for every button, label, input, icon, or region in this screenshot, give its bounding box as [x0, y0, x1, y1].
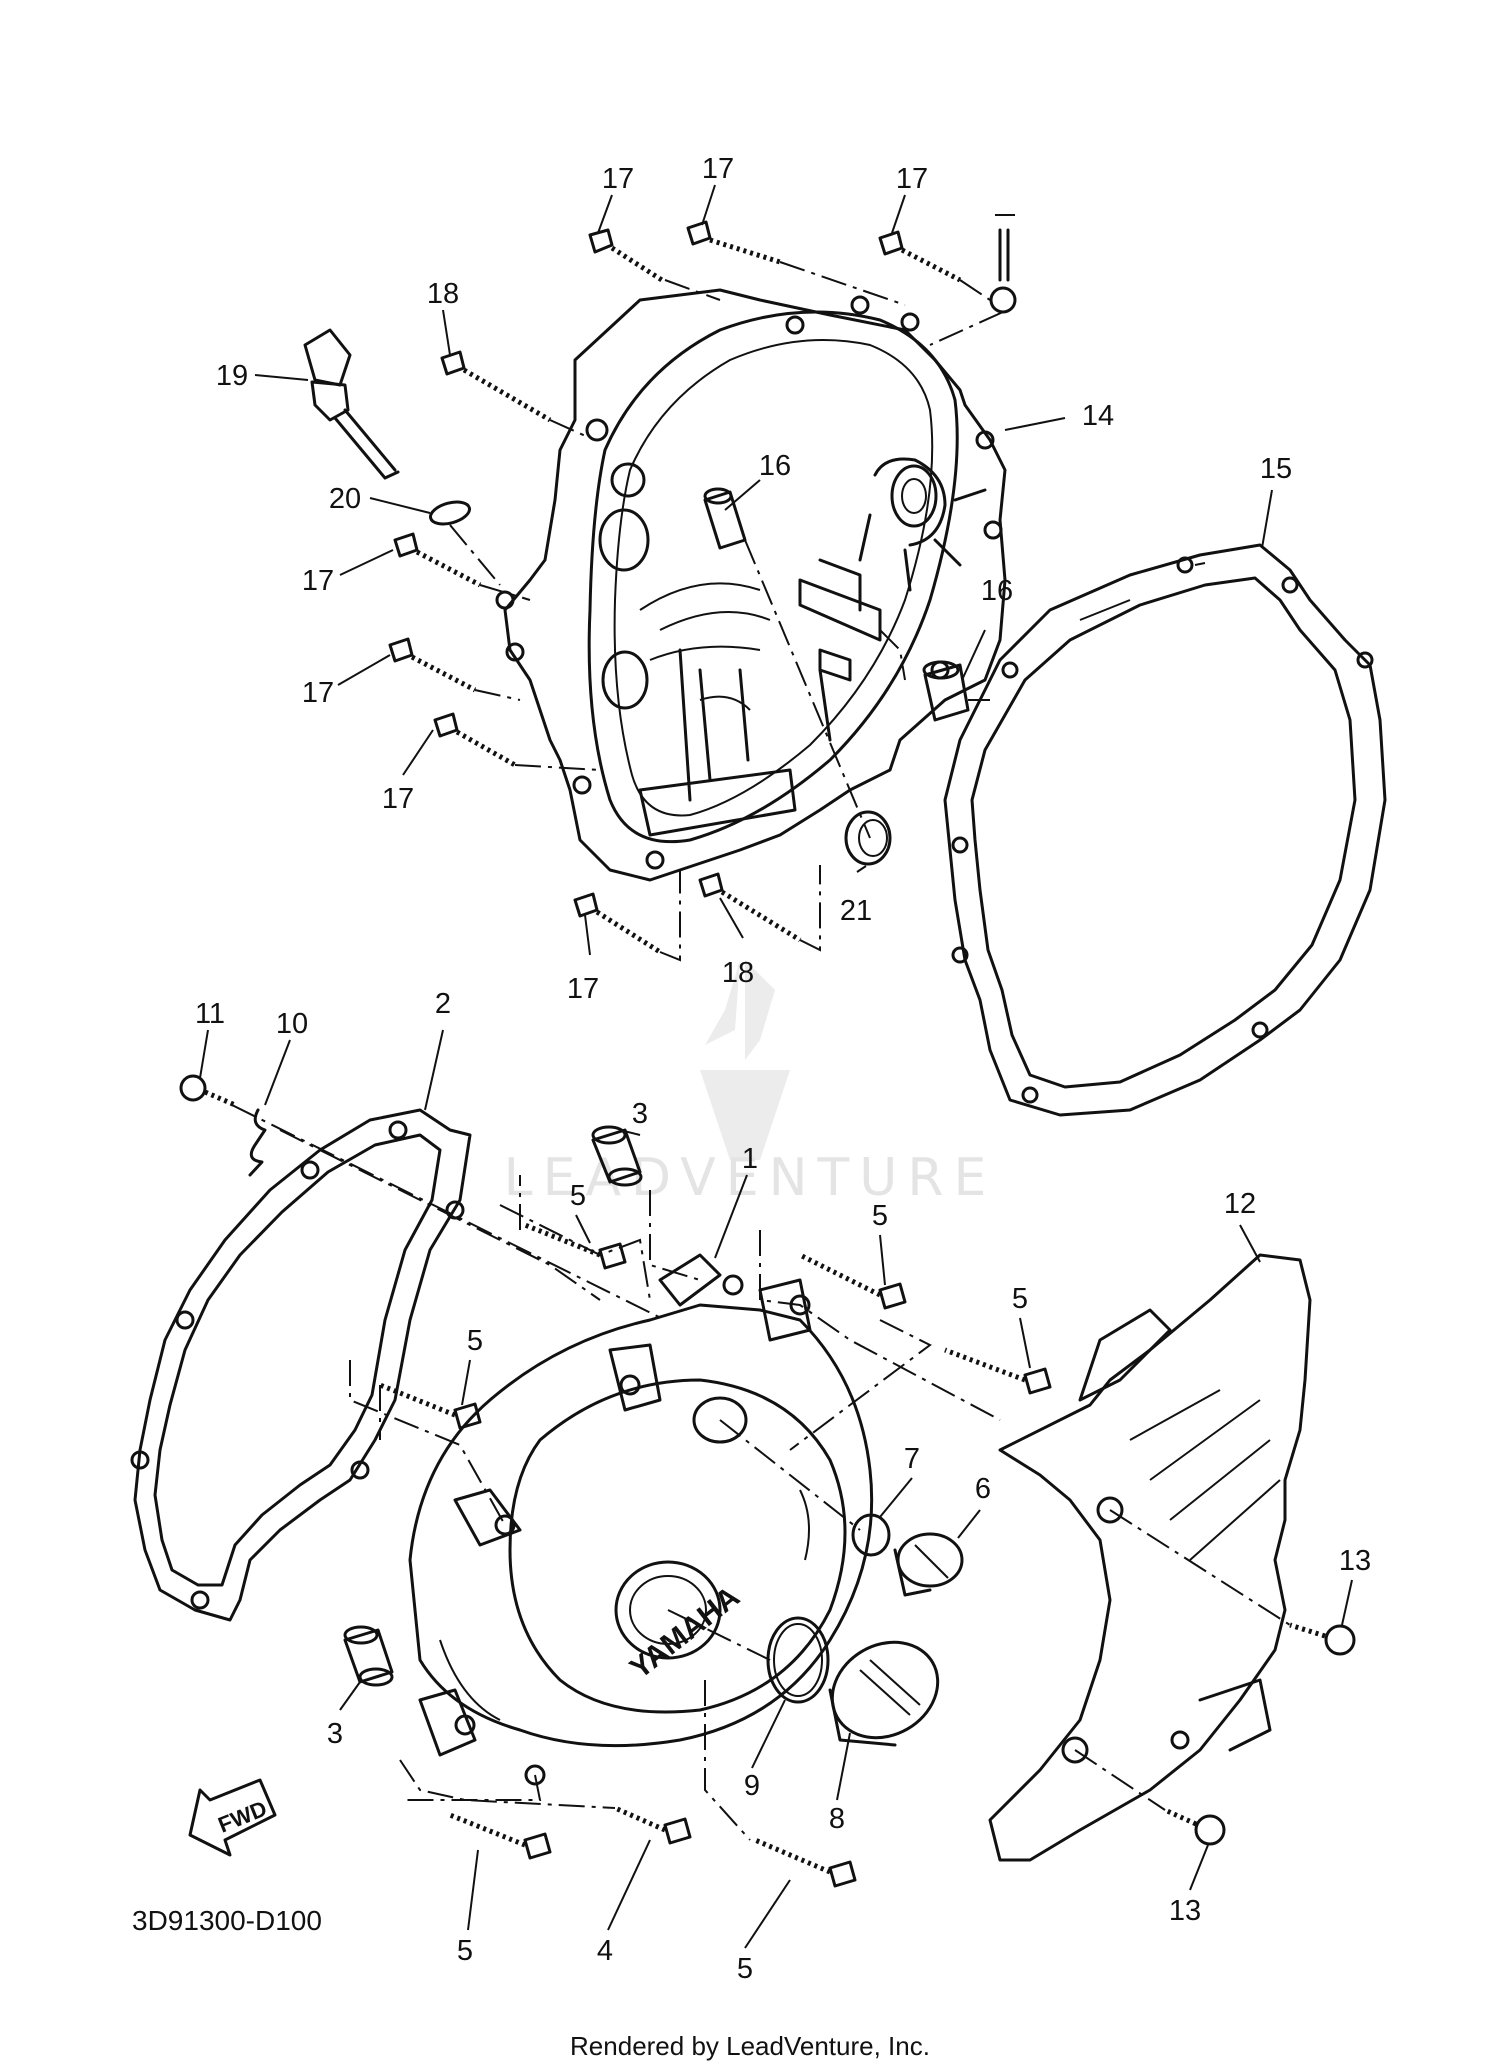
callout-leaders — [199, 184, 1353, 1949]
bolt-5-bottom-right — [754, 1837, 857, 1888]
callout-17-g: 17 — [567, 973, 599, 1005]
bolt-17-bottom — [573, 892, 662, 955]
wire-lead-terminal — [989, 214, 1017, 314]
bolt-17-left-3 — [433, 712, 517, 768]
callout-21: 21 — [840, 895, 872, 927]
bolt-17-top-left — [588, 228, 667, 285]
callout-17-d: 17 — [302, 565, 334, 597]
bolt-13-lower — [1163, 1807, 1226, 1846]
callout-4: 4 — [597, 1935, 613, 1967]
callout-15: 15 — [1260, 453, 1292, 485]
plug-8 — [828, 1640, 940, 1747]
dowel-pin-3-upper — [591, 1125, 643, 1187]
callout-13-b: 13 — [1169, 1895, 1201, 1927]
callout-5-a: 5 — [570, 1180, 586, 1212]
bolt-17-left-2 — [388, 637, 477, 693]
bolt-5-upper-right — [944, 1347, 1052, 1395]
callout-3-a: 3 — [632, 1098, 648, 1130]
dipstick-19 — [303, 328, 400, 480]
callout-5-b: 5 — [872, 1200, 888, 1232]
callout-1: 1 — [742, 1143, 758, 1175]
callout-12: 12 — [1224, 1188, 1256, 1220]
bolt-5-upper-center — [524, 1222, 627, 1270]
callout-6: 6 — [975, 1473, 991, 1505]
bolt-17-top-right — [878, 230, 962, 283]
bolt-13-upper — [1289, 1622, 1356, 1656]
bolt-18-upper — [440, 350, 552, 423]
plug-6 — [893, 1532, 964, 1597]
bolt-4 — [613, 1805, 692, 1845]
callout-2: 2 — [435, 988, 451, 1020]
bolt-18-lower — [698, 872, 802, 943]
callout-5-f: 5 — [737, 1953, 753, 1985]
lower-alignment-lines — [231, 1104, 1291, 1841]
o-ring-20 — [429, 500, 471, 526]
rendered-by-footer: Rendered by LeadVenture, Inc. — [570, 2031, 930, 2061]
o-ring-9 — [766, 1616, 830, 1704]
callout-10: 10 — [276, 1008, 308, 1040]
oil-seal-21 — [844, 810, 892, 866]
dowel-pin-3-lower — [343, 1625, 394, 1687]
callout-18-b: 18 — [722, 957, 754, 989]
bolt-11 — [179, 1074, 236, 1108]
bolt-5-left — [379, 1382, 482, 1430]
upper-alignment-lines — [449, 261, 1004, 962]
callout-8: 8 — [829, 1803, 845, 1835]
gasket-15 — [943, 543, 1387, 1117]
bolt-17-left-1 — [393, 532, 482, 588]
callout-17-c: 17 — [896, 163, 928, 195]
callout-18-a: 18 — [427, 278, 459, 310]
callout-5-e: 5 — [457, 1935, 473, 1967]
callout-3-b: 3 — [327, 1718, 343, 1750]
callout-5-d: 5 — [467, 1325, 483, 1357]
callout-16-a: 16 — [759, 450, 791, 482]
callout-14: 14 — [1082, 400, 1114, 432]
callout-17-f: 17 — [382, 783, 414, 815]
bolt-5-bottom-left — [449, 1812, 552, 1860]
drawing-code: 3D91300-D100 — [132, 1905, 322, 1936]
crankcase-cover-14 — [495, 288, 1007, 882]
callout-13-a: 13 — [1339, 1545, 1371, 1577]
callout-19: 19 — [216, 360, 248, 392]
callout-17-a: 17 — [602, 163, 634, 195]
callout-17-e: 17 — [302, 677, 334, 709]
sprocket-cover-12 — [988, 1253, 1312, 1862]
callout-5-c: 5 — [1012, 1283, 1028, 1315]
dowel-pin-16-right — [922, 660, 970, 722]
callout-9: 9 — [744, 1770, 760, 1802]
clip-10 — [248, 1108, 267, 1177]
yamaha-logo-text: YAMAHA — [624, 1580, 746, 1685]
callout-11: 11 — [195, 998, 225, 1030]
o-ring-7 — [851, 1513, 891, 1557]
callout-7: 7 — [904, 1443, 920, 1475]
callout-16-b: 16 — [981, 575, 1013, 607]
gasket-2 — [130, 1108, 472, 1622]
callout-labels: 17 17 17 18 19 14 16 15 20 17 16 17 17 2… — [195, 153, 1371, 1985]
bolt-5-upper-right-center — [798, 1252, 907, 1310]
callout-20: 20 — [329, 483, 361, 515]
bolt-17-top-center — [686, 220, 781, 265]
callout-17-b: 17 — [702, 153, 734, 185]
fwd-arrow: FWD — [188, 1778, 277, 1857]
